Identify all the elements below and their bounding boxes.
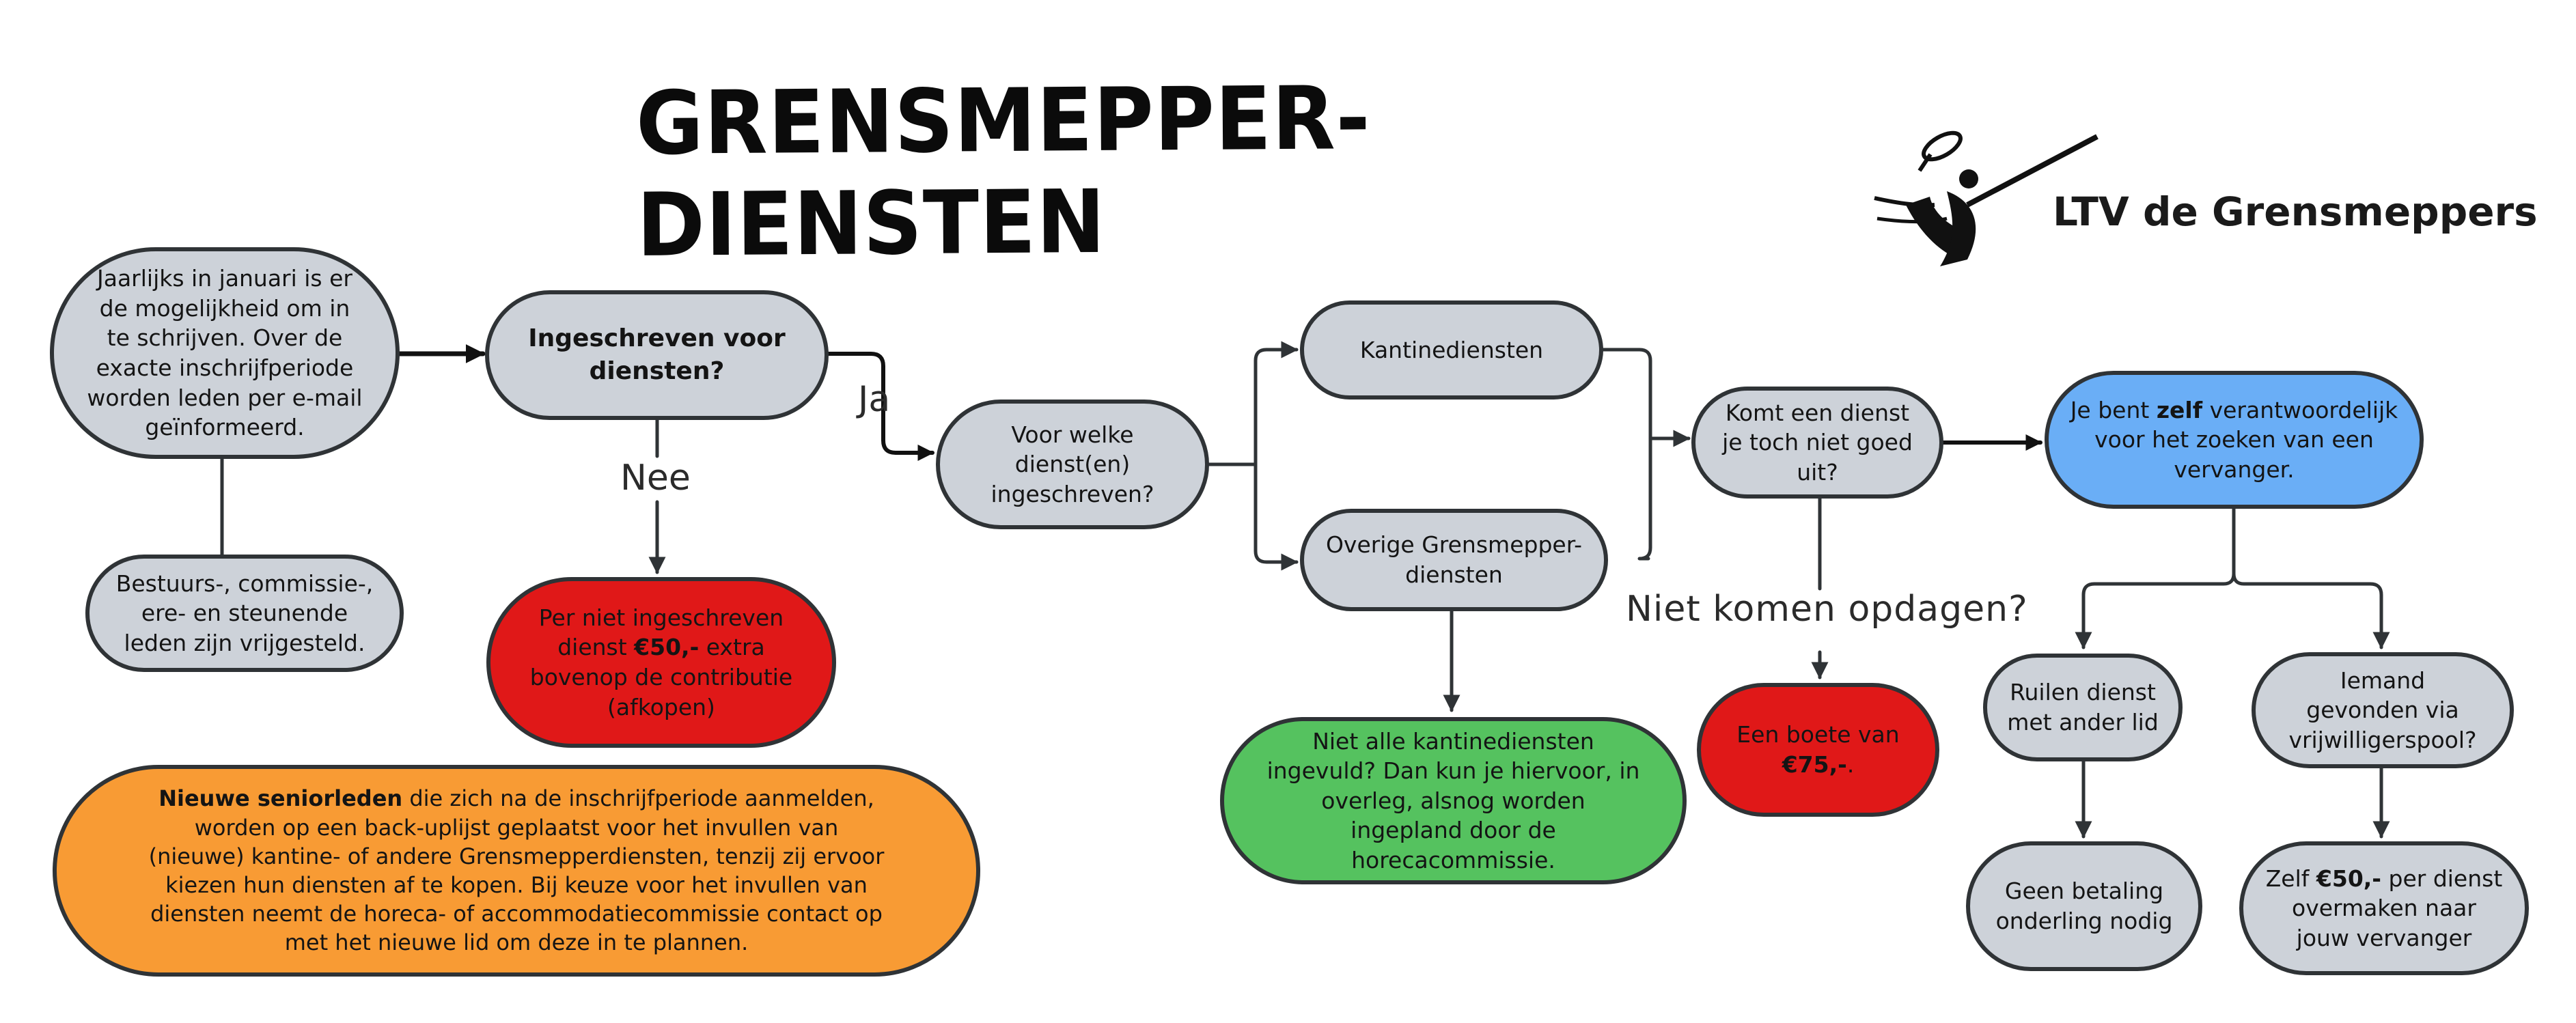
node-nieuwe-leden-bold: Nieuwe seniorleden: [158, 785, 403, 812]
line-overige-out: [1637, 436, 1652, 561]
node-iemand: Iemand gevonden via vrijwilligerspool?: [2252, 652, 2514, 768]
line-zelf-split-right: [2232, 572, 2390, 649]
node-jaarlijks: Jaarlijks in januari is er de mogelijkhe…: [50, 247, 400, 459]
node-afkopen-before: Per niet ingeschreven dienst: [538, 604, 784, 661]
node-zelf-betalen-text: Zelf €50,- per dienst overmaken naar jou…: [2264, 864, 2504, 953]
node-nieuwe-leden-text: Nieuwe seniorleden die zich na de inschr…: [146, 784, 887, 957]
node-geen-betaling-text: Geen betaling onderling nodig: [1995, 878, 2173, 934]
node-ruilen: Ruilen dienst met ander lid: [1983, 654, 2183, 761]
node-boete-text: Een boete van €75,-.: [1720, 720, 1916, 779]
node-boete-before: Een boete van: [1736, 721, 1900, 748]
node-vrijgesteld-text: Bestuurs-, commissie-, ere- en steunende…: [115, 570, 374, 656]
node-nieuwe-leden: Nieuwe seniorleden die zich na de inschr…: [53, 765, 980, 977]
edge-label-nee: Nee: [620, 458, 691, 499]
node-ingeschreven: Ingeschreven voor diensten?: [485, 290, 829, 420]
node-jaarlijks-text: Jaarlijks in januari is er de mogelijkhe…: [87, 265, 363, 441]
line-zelf-split: [2075, 507, 2236, 649]
node-niet-alle: Niet alle kantinediensten ingevuld? Dan …: [1220, 717, 1687, 884]
node-komt-niet-text: Komt een dienst je toch niet goed uit?: [1722, 399, 1913, 486]
node-overige: Overige Grensmepper-diensten: [1300, 509, 1608, 611]
node-ruilen-text: Ruilen dienst met ander lid: [2007, 679, 2159, 735]
arrow-ja: [826, 352, 934, 461]
node-niet-alle-text: Niet alle kantinediensten ingevuld? Dan …: [1266, 727, 1640, 873]
node-nieuwe-leden-after: die zich na de inschrijfperiode aanmelde…: [148, 785, 885, 956]
node-zelf-after: verantwoordelijk voor het zoeken van een…: [2094, 396, 2398, 483]
edge-label-niet-komen: Niet komen opdagen?: [1626, 589, 2028, 630]
node-zelf-betalen-after: per dienst overmaken naar jouw vervanger: [2292, 865, 2503, 951]
node-zelf-betalen-amount: €50,-: [2316, 865, 2382, 892]
node-zelf: Je bent zelf verantwoordelijk voor het z…: [2045, 371, 2424, 509]
node-afkopen-amount: €50,-: [634, 634, 700, 661]
tennis-player-icon: [1874, 130, 2099, 266]
node-boete-amount: €75,-: [1782, 751, 1847, 778]
node-afkopen-text: Per niet ingeschreven dienst €50,- extra…: [518, 603, 805, 722]
node-zelf-betalen: Zelf €50,- per dienst overmaken naar jou…: [2239, 841, 2529, 975]
club-logo: [1874, 130, 2099, 266]
node-welke-dienst: Voor welke dienst(en) ingeschreven?: [936, 400, 1209, 529]
node-kantine: Kantinediensten: [1300, 300, 1603, 400]
edge-label-ja: Ja: [858, 379, 891, 420]
page-title: GRENSMEPPER-DIENSTEN: [635, 68, 1371, 277]
node-geen-betaling: Geen betaling onderling nodig: [1966, 841, 2202, 971]
node-boete-after: .: [1846, 751, 1855, 778]
node-kantine-text: Kantinediensten: [1359, 336, 1544, 363]
node-overige-text: Overige Grensmepper-diensten: [1325, 531, 1583, 588]
node-zelf-before: Je bent: [2070, 396, 2157, 423]
node-iemand-text: Iemand gevonden via vrijwilligerspool?: [2288, 667, 2477, 753]
arrow-to-kantine: [1254, 341, 1299, 466]
arrow-to-overige: [1254, 462, 1299, 571]
node-zelf-text: Je bent zelf verantwoordelijk voor het z…: [2069, 395, 2399, 485]
node-zelf-bold: zelf: [2156, 396, 2203, 423]
line-kantine-out: [1601, 348, 1652, 440]
node-afkopen: Per niet ingeschreven dienst €50,- extra…: [486, 577, 836, 748]
logo-text: LTV de Grensmeppers: [2053, 188, 2538, 235]
node-ingeschreven-text: Ingeschreven voor diensten?: [528, 324, 786, 385]
node-komt-niet: Komt een dienst je toch niet goed uit?: [1691, 387, 1943, 499]
node-boete: Een boete van €75,-.: [1697, 683, 1939, 817]
node-afkopen-after: extra bovenop de contributie (afkopen): [529, 634, 793, 720]
node-zelf-betalen-before: Zelf: [2265, 865, 2316, 892]
node-welke-dienst-text: Voor welke dienst(en) ingeschreven?: [991, 421, 1154, 507]
node-vrijgesteld: Bestuurs-, commissie-, ere- en steunende…: [85, 555, 404, 672]
